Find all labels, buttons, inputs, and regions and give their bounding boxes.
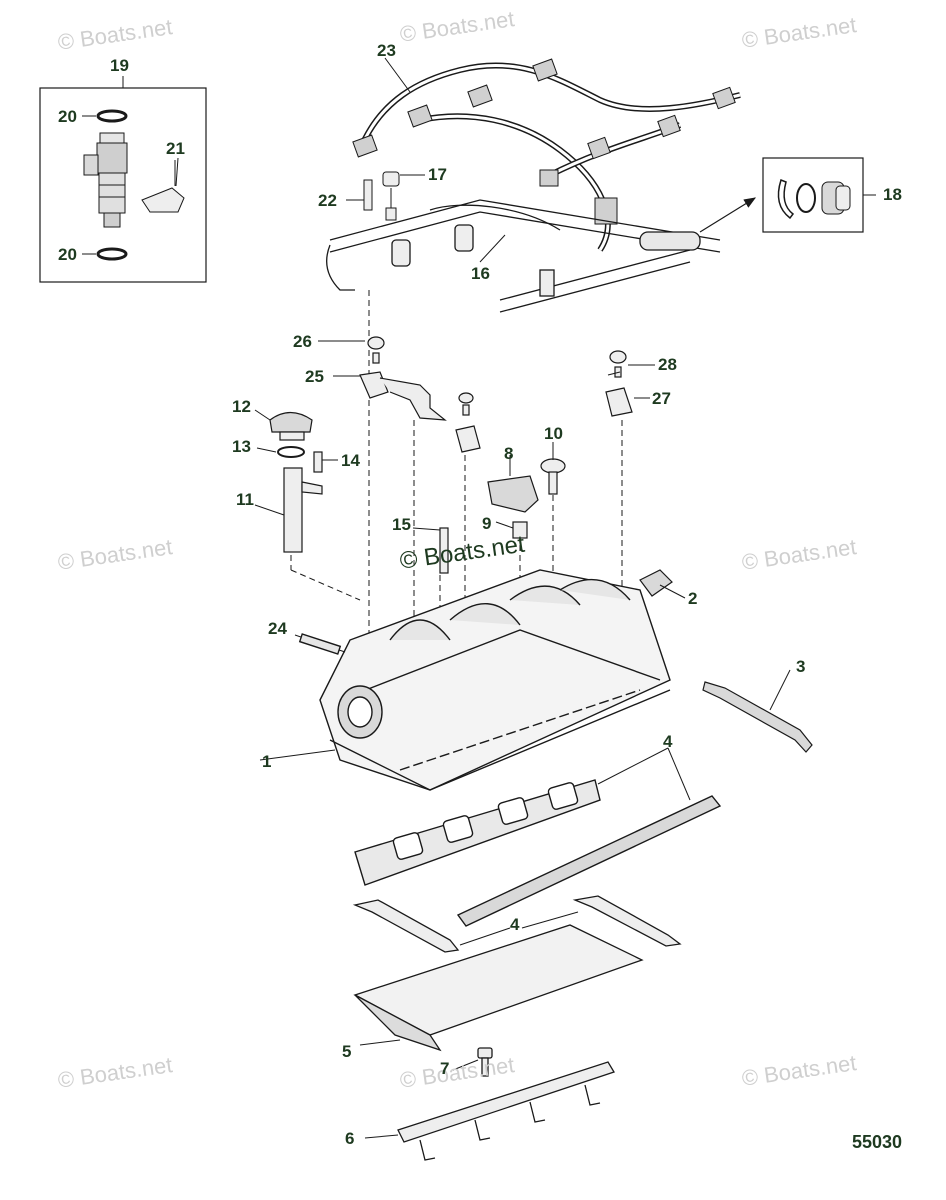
oil-fill-assembly [254, 409, 449, 574]
injector-inset-box [39, 76, 207, 283]
callout-9: 9 [482, 514, 492, 533]
callout-25: 25 [305, 367, 324, 386]
callout-5: 5 [342, 1042, 352, 1061]
valley-cover [353, 924, 644, 1052]
figure-number: 55030 [852, 1132, 903, 1152]
end-seals [352, 895, 682, 953]
temp-sensor-and-lead [639, 569, 813, 753]
callout-26: 26 [293, 332, 312, 351]
callout-12: 12 [232, 397, 251, 416]
manifold-gaskets [354, 747, 722, 927]
callout-28: 28 [658, 355, 677, 374]
callout-18: 18 [883, 185, 902, 204]
callout-23: 23 [377, 41, 396, 60]
callout-1: 1 [262, 752, 272, 771]
callout-13: 13 [232, 437, 251, 456]
intake-manifold [259, 569, 671, 791]
callout-8: 8 [504, 444, 514, 463]
callout-20: 20 [58, 245, 77, 264]
callout-17: 17 [428, 165, 447, 184]
callout-20: 20 [58, 107, 77, 126]
schrader-valve [346, 171, 425, 221]
fuel-rail-assembly [326, 199, 721, 313]
callout-22: 22 [318, 191, 337, 210]
valley-plate [364, 1047, 615, 1161]
fuel-injector [83, 132, 128, 228]
callout-19: 19 [110, 56, 129, 75]
callout-14: 14 [341, 451, 360, 470]
callout-27: 27 [652, 389, 671, 408]
callout-4: 4 [663, 732, 673, 751]
callout-3: 3 [796, 657, 806, 676]
leader-lines [175, 157, 621, 376]
harness-connectors [352, 58, 736, 225]
brackets-and-fasteners [318, 336, 655, 453]
sensor-parts [487, 442, 566, 539]
callout-21: 21 [166, 139, 185, 158]
callout-7: 7 [440, 1059, 450, 1078]
fitting-inset-box [699, 157, 876, 233]
callout-15: 15 [392, 515, 411, 534]
callout-6: 6 [345, 1129, 355, 1148]
callout-24: 24 [268, 619, 287, 638]
callout-16: 16 [471, 264, 490, 283]
callout-11: 11 [236, 490, 254, 509]
wiring-harness [357, 57, 741, 252]
callout-2: 2 [688, 589, 698, 608]
callout-4: 4 [510, 915, 520, 934]
callout-10: 10 [544, 424, 563, 443]
